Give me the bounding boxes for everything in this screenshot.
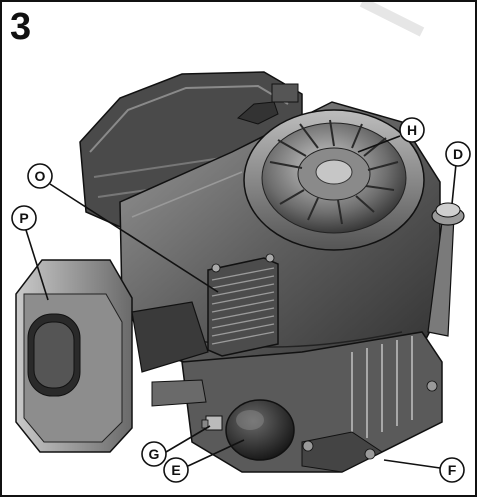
callout-h: H xyxy=(399,117,425,143)
callout-e: E xyxy=(163,457,189,483)
oil-fill-tube xyxy=(427,202,465,337)
callout-d: D xyxy=(445,141,471,167)
leader-lines xyxy=(25,135,457,469)
leader-g xyxy=(165,425,211,453)
recoil-starter xyxy=(236,83,425,251)
callout-o: O xyxy=(27,163,53,189)
leader-e xyxy=(187,439,245,467)
air-cleaner xyxy=(15,259,209,453)
leader-o xyxy=(49,183,219,293)
leader-h xyxy=(357,135,401,153)
leader-p xyxy=(25,229,49,301)
leader-f xyxy=(383,459,441,469)
callout-e-label: E xyxy=(171,462,180,478)
callout-p-label: P xyxy=(19,210,28,226)
callout-h-label: H xyxy=(407,122,417,138)
callout-d-label: D xyxy=(453,146,463,162)
callout-g: G xyxy=(141,441,167,467)
callout-g-label: G xyxy=(149,446,160,462)
callout-f: F xyxy=(439,457,465,483)
oil-cooler xyxy=(207,253,279,357)
callout-o-label: O xyxy=(35,168,46,184)
oil-filter xyxy=(225,399,295,461)
watermark-streak xyxy=(359,2,425,37)
leader-d xyxy=(451,163,457,205)
callout-p: P xyxy=(11,205,37,231)
callout-f-label: F xyxy=(448,462,457,478)
figure-number: 3 xyxy=(10,6,32,48)
